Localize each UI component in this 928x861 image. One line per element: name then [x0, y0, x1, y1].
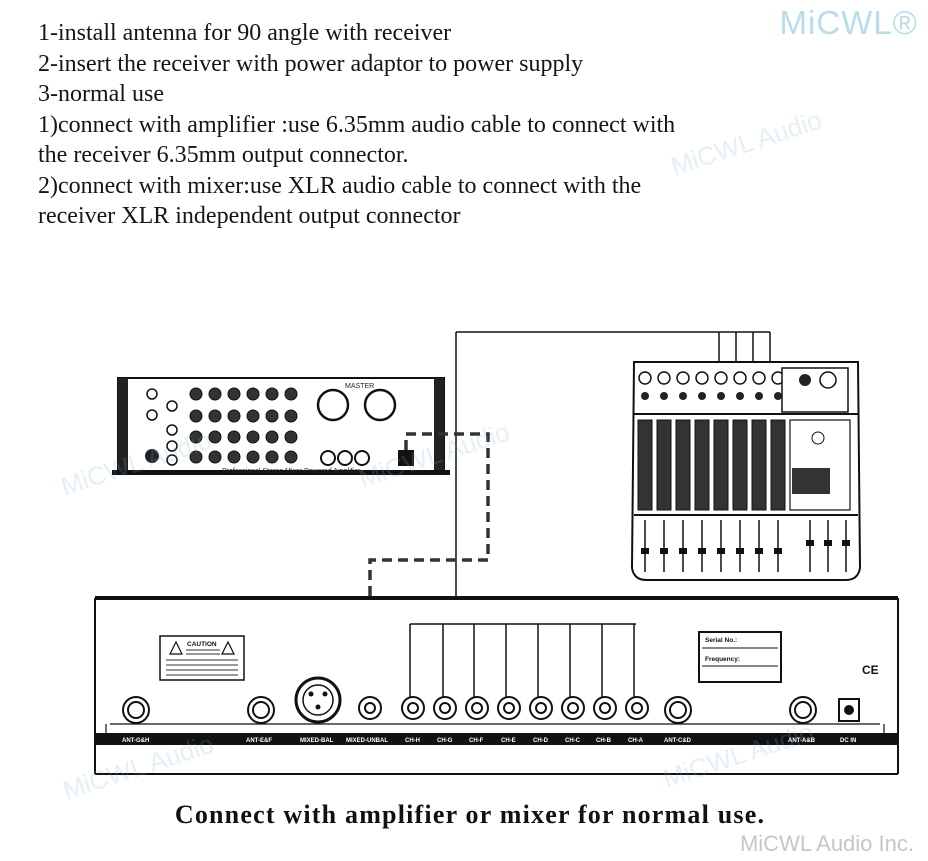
port-label: CH-E [501, 738, 516, 744]
instruction-list: 1-install antenna for 90 angle with rece… [38, 18, 858, 232]
ce-mark: CE [862, 663, 879, 677]
footer-brand: MiCWL Audio Inc. [739, 831, 914, 856]
instruction-line: 3-normal use [38, 81, 164, 107]
instruction-line: 1-install antenna for 90 angle with rece… [38, 20, 452, 46]
serial-label: Serial No.: [705, 637, 737, 644]
instruction-line: the receiver 6.35mm output connector. [38, 142, 409, 168]
instruction-line: 2)connect with mixer:use XLR audio cable… [38, 172, 642, 199]
port-label: MIXED-BAL [300, 738, 334, 744]
caution-title: CAUTION [187, 641, 217, 648]
port-label: CH-F [469, 738, 484, 744]
port-label: CH-D [533, 738, 549, 744]
port-label: CH-B [596, 738, 612, 744]
port-label: DC IN [840, 738, 856, 744]
port-label: CH-H [405, 738, 420, 744]
amplifier-cable [368, 432, 490, 668]
port-label: ANT-G&H [122, 738, 149, 744]
port-label: ANT-E&F [246, 738, 272, 744]
xlr-connector [294, 676, 342, 724]
frequency-label: Frequency: [705, 656, 740, 663]
antenna-connector [122, 696, 817, 724]
port-label: CH-G [437, 738, 453, 744]
port-label: MIXED-UNBAL [346, 738, 388, 744]
dc-in-jack [838, 698, 860, 722]
instruction-line: 2-insert the receiver with power adaptor… [38, 50, 584, 77]
amplifier-unit: MASTER Professional Stereo Mixer Powered… [112, 377, 450, 475]
channel-output-jacks [401, 696, 649, 720]
master-label: MASTER [345, 383, 374, 390]
port-label: CH-C [565, 738, 581, 744]
instruction-line: receiver XLR independent output connecto… [38, 203, 461, 229]
mixer-unit [630, 361, 862, 581]
port-label: ANT-A&B [788, 738, 816, 744]
port-label: CH-A [628, 738, 644, 744]
amplifier-caption: Professional Stereo Mixer Powered Amplif… [222, 468, 361, 475]
brand-logo: MiCWL® [779, 4, 918, 41]
instruction-line: 1)connect with amplifier :use 6.35mm aud… [38, 111, 676, 138]
mixer-cable [455, 331, 771, 624]
unbal-output-jack [358, 696, 382, 720]
receiver-unit: CAUTION Serial No.: Frequency: CE [94, 596, 899, 775]
diagram-caption: Connect with amplifier or mixer for norm… [174, 800, 766, 829]
port-label: ANT-C&D [664, 738, 692, 744]
